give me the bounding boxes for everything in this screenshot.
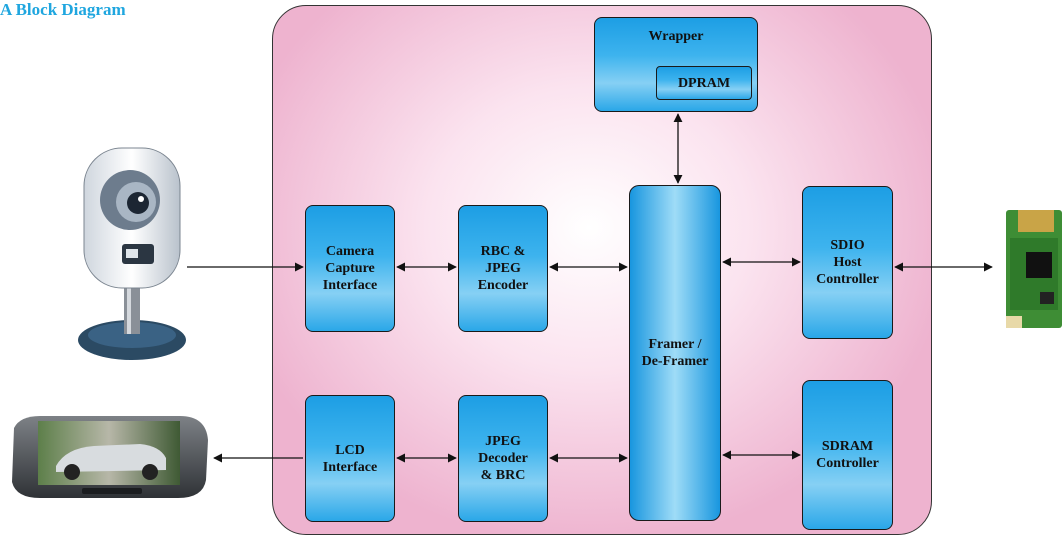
dpram-block: DPRAM: [656, 66, 752, 100]
framer-deframer-block: Framer / De-Framer: [629, 185, 721, 521]
camera-capture-interface-block: Camera Capture Interface: [305, 205, 395, 332]
sdio-card-icon: [1006, 210, 1062, 328]
sdram-controller-label: SDRAM Controller: [816, 439, 879, 471]
jpeg-decoder-brc-label: JPEG Decoder & BRC: [478, 434, 528, 483]
wrapper-label: Wrapper: [648, 29, 704, 44]
sdram-controller-block: SDRAM Controller: [802, 380, 893, 530]
rbc-jpeg-encoder-block: RBC & JPEG Encoder: [458, 205, 548, 332]
dpram-label: DPRAM: [677, 75, 731, 91]
sdio-host-controller-block: SDIO Host Controller: [802, 186, 893, 339]
rbc-jpeg-encoder-label: RBC & JPEG Encoder: [477, 244, 529, 293]
camera-capture-label: Camera Capture Interface: [322, 244, 378, 293]
diagram-title: A Block Diagram: [0, 0, 126, 19]
jpeg-decoder-brc-block: JPEG Decoder & BRC: [458, 395, 548, 522]
webcam-icon: [78, 147, 186, 360]
lcd-display-icon: [12, 416, 208, 498]
framer-label: Framer / De-Framer: [641, 337, 709, 369]
lcd-interface-block: LCD Interface: [305, 395, 395, 522]
lcd-interface-label: LCD Interface: [322, 442, 378, 475]
sdio-host-label: SDIO Host Controller: [816, 238, 879, 287]
